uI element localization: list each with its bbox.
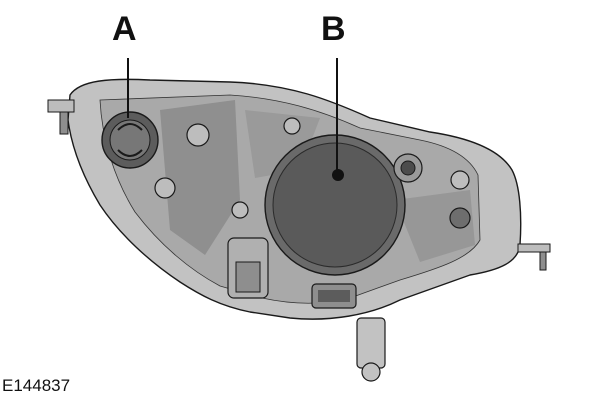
boss — [449, 207, 471, 229]
mounting-tab-left — [47, 99, 75, 135]
boss — [186, 123, 210, 147]
mounting-tab-bottom — [356, 317, 386, 382]
boss — [283, 117, 301, 135]
callout-label-b: B — [321, 10, 346, 48]
boss — [231, 201, 249, 219]
bulb-cover-b — [264, 134, 406, 276]
figure-code: E144837 — [2, 376, 71, 395]
bulb-cover-a — [101, 111, 159, 169]
boss — [450, 170, 470, 190]
callout-label-a: A — [112, 10, 137, 48]
boss — [154, 177, 176, 199]
wiring-connector-left — [227, 237, 269, 299]
adjuster-screw — [393, 153, 423, 183]
housing-shadow-panel — [160, 100, 240, 255]
housing-shadow-panel — [395, 190, 475, 262]
wiring-connector-center — [311, 283, 357, 309]
mounting-tab-right — [517, 243, 551, 271]
